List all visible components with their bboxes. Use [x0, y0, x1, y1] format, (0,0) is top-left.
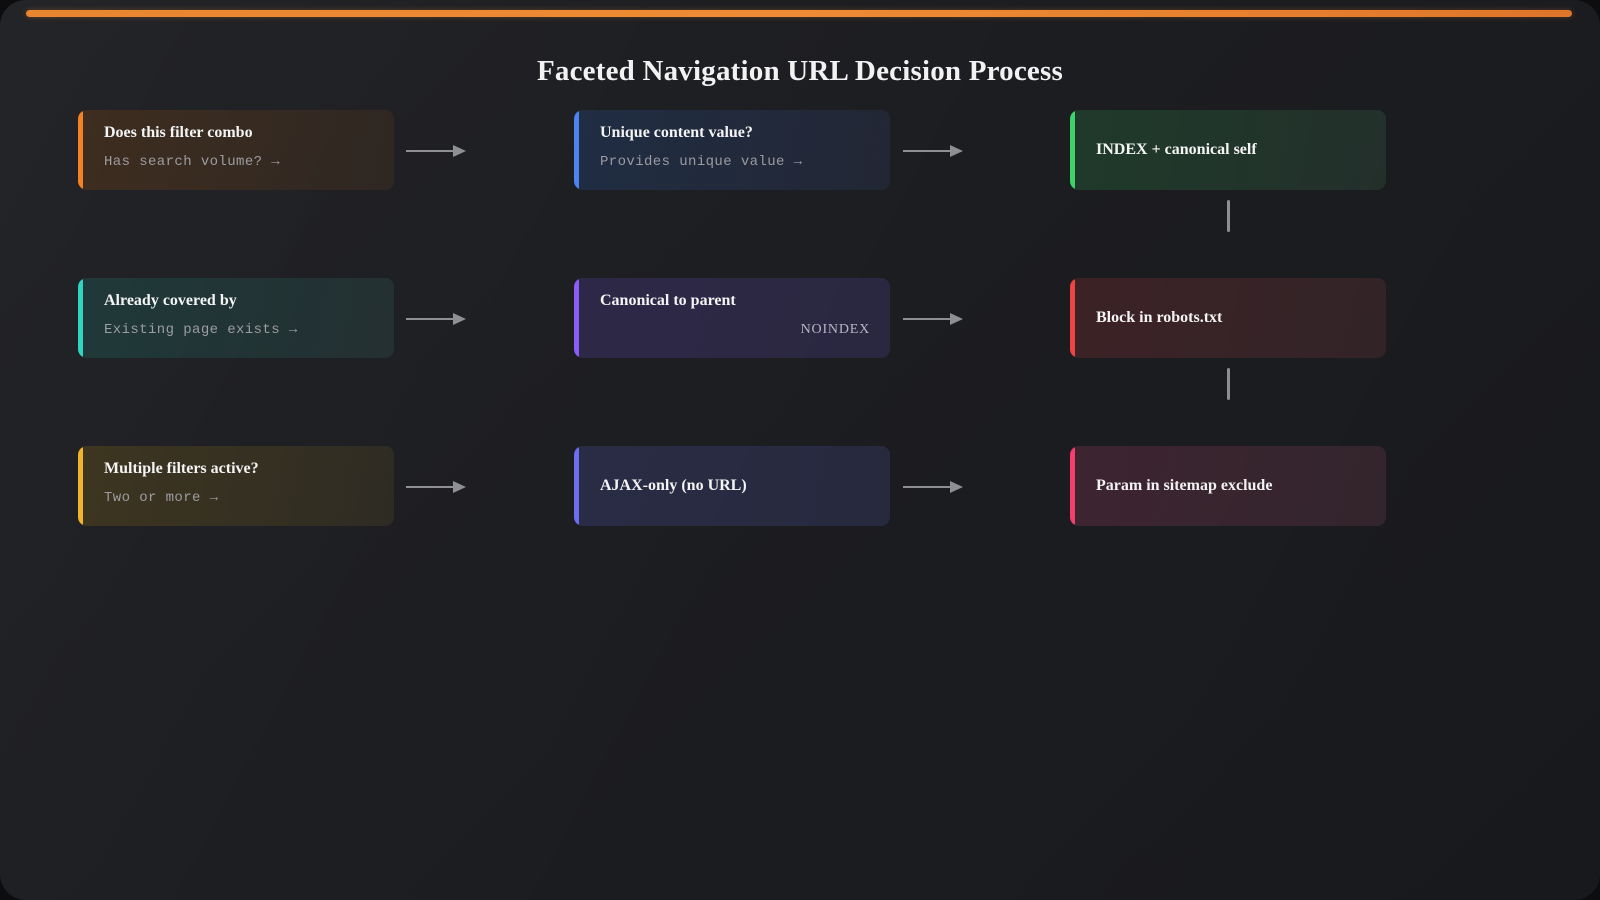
arrow-shaft	[903, 486, 951, 488]
arrow-head	[950, 313, 963, 325]
card-title: AJAX-only (no URL)	[600, 477, 747, 494]
card-title: Does this filter combo	[104, 124, 253, 141]
arrow-shaft	[406, 318, 454, 320]
arrow-head	[950, 145, 963, 157]
card-content: Already covered by Existing page exists →	[104, 291, 374, 340]
arrow-shaft	[903, 150, 951, 152]
card-title: Unique content value?	[600, 124, 753, 141]
card-accent-bar	[574, 110, 579, 190]
card-title: Canonical to parent	[600, 292, 736, 309]
card-accent-bar	[1070, 110, 1075, 190]
arrow-head	[453, 313, 466, 325]
card-title: INDEX + canonical self	[1096, 141, 1257, 158]
arrow-r1-c1-c2-icon	[406, 145, 466, 157]
card-content: Param in sitemap exclude	[1096, 476, 1366, 496]
arrow-r2-c1-c2-icon	[406, 313, 466, 325]
card-block-in-robots-txt[interactable]: Block in robots.txt	[1070, 278, 1386, 358]
card-title: Already covered by	[104, 292, 237, 309]
card-accent-bar	[574, 278, 579, 358]
card-title: Param in sitemap exclude	[1096, 477, 1273, 494]
card-param-in-sitemap-exclude[interactable]: Param in sitemap exclude	[1070, 446, 1386, 526]
card-subtitle: Two or more →	[104, 490, 219, 506]
card-accent-bar	[574, 446, 579, 526]
arrow-head	[453, 145, 466, 157]
card-subtitle: Existing page exists →	[104, 322, 298, 338]
card-accent-bar	[78, 278, 83, 358]
card-index-canonical-self[interactable]: INDEX + canonical self	[1070, 110, 1386, 190]
arrow-shaft	[406, 486, 454, 488]
card-content: AJAX-only (no URL)	[600, 476, 870, 496]
card-ajax-only-no-url[interactable]: AJAX-only (no URL)	[574, 446, 890, 526]
card-already-covered-by[interactable]: Already covered by Existing page exists →	[78, 278, 394, 358]
card-unique-content-value[interactable]: Unique content value? Provides unique val…	[574, 110, 890, 190]
arrow-head	[950, 481, 963, 493]
card-content: INDEX + canonical self	[1096, 140, 1366, 160]
card-accent-bar	[1070, 446, 1075, 526]
arrow-head	[453, 481, 466, 493]
card-note-badge: NOINDEX	[800, 322, 870, 337]
card-title: Block in robots.txt	[1096, 309, 1223, 326]
arrow-r2-c2-c3-icon	[903, 313, 963, 325]
page-title: Faceted Navigation URL Decision Process	[537, 55, 1063, 88]
arrow-shaft	[903, 318, 951, 320]
top-accent-bar	[26, 10, 1572, 17]
line-c3-r1-r2	[1227, 200, 1230, 232]
card-accent-bar	[1070, 278, 1075, 358]
card-content: Block in robots.txt	[1096, 308, 1366, 328]
line-c3-r2-r3	[1227, 368, 1230, 400]
card-title: Multiple filters active?	[104, 460, 259, 477]
card-content: Multiple filters active? Two or more →	[104, 459, 374, 508]
card-subtitle: Has search volume? →	[104, 154, 281, 170]
card-accent-bar	[78, 446, 83, 526]
arrow-r1-c2-c3-icon	[903, 145, 963, 157]
card-multiple-filters-active[interactable]: Multiple filters active? Two or more →	[78, 446, 394, 526]
card-content: Unique content value? Provides unique val…	[600, 123, 870, 172]
card-subtitle: Provides unique value →	[600, 154, 803, 170]
arrow-r3-c1-c2-icon	[406, 481, 466, 493]
arrow-r3-c2-c3-icon	[903, 481, 963, 493]
arrow-shaft	[406, 150, 454, 152]
card-accent-bar	[78, 110, 83, 190]
